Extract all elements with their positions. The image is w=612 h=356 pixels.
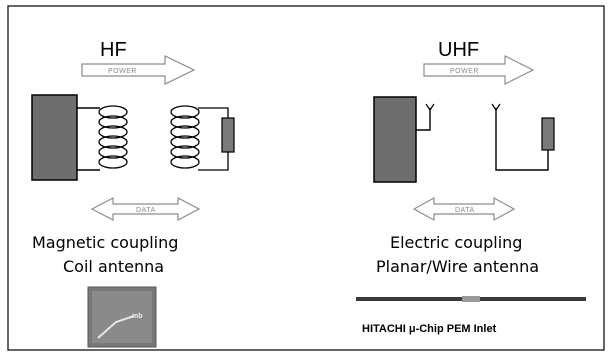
uhf-data-label: DATA xyxy=(455,207,475,214)
hf-caption-line2: Coil antenna xyxy=(63,257,164,276)
uhf-inlet-strip xyxy=(356,296,586,302)
hf-tag-chip xyxy=(221,117,235,153)
uhf-caption-line2: Planar/Wire antenna xyxy=(376,257,539,276)
hf-tag-coil xyxy=(170,105,200,169)
hf-title: HF xyxy=(100,39,127,61)
hf-caption-line1: Magnetic coupling xyxy=(32,233,178,252)
hf-power-label: POWER xyxy=(108,68,137,75)
uhf-reader-antenna xyxy=(416,108,431,131)
hf-data-arrow: DATA xyxy=(90,197,201,221)
uhf-title: UHF xyxy=(438,39,479,61)
hf-data-label: DATA xyxy=(136,207,156,214)
uhf-chip-label: HITACHI μ-Chip PEM Inlet xyxy=(362,323,497,335)
hf-reader-coil xyxy=(98,105,128,169)
uhf-reader-antenna-tip xyxy=(425,103,435,112)
uhf-power-arrow: POWER xyxy=(423,55,535,85)
uhf-tag-wire xyxy=(495,108,549,171)
uhf-power-label: POWER xyxy=(450,68,479,75)
hf-tag-photo: mb xyxy=(87,286,157,348)
uhf-tag-antenna-tip xyxy=(491,103,501,112)
uhf-reader-box xyxy=(373,96,417,183)
uhf-tag-chip xyxy=(541,117,555,151)
hf-power-arrow: POWER xyxy=(81,55,196,85)
hf-reader-leads xyxy=(77,107,100,171)
uhf-data-arrow: DATA xyxy=(412,196,516,222)
hf-photo-label: mb xyxy=(132,313,143,320)
uhf-caption-line1: Electric coupling xyxy=(390,233,522,252)
hf-reader-box xyxy=(31,94,78,181)
hf-tag-leads xyxy=(198,107,229,171)
